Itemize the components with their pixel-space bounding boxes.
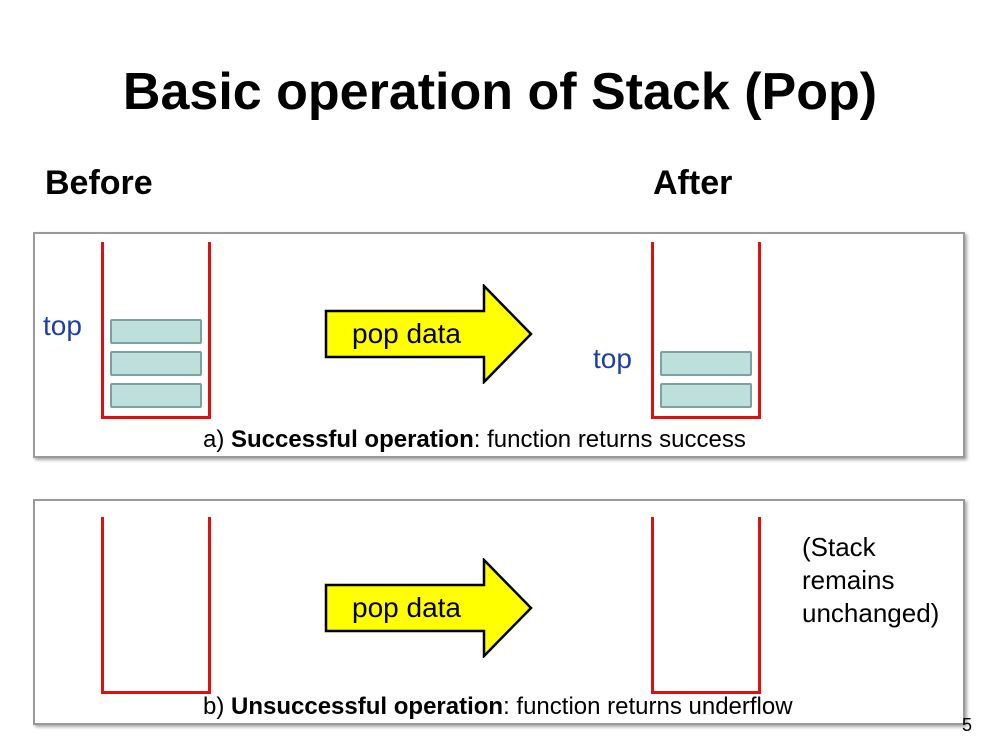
stack-item <box>660 383 752 408</box>
after-label: After <box>653 164 733 202</box>
pop-arrow-label-successful: pop data <box>352 318 461 349</box>
pop-arrow-successful <box>324 284 533 384</box>
pop-arrow-unsuccessful <box>324 558 533 658</box>
stack-before-unsuccessful <box>101 517 211 694</box>
page-number: 5 <box>961 715 972 735</box>
panel-unsuccessful-pop: pop data (Stack remains unchanged) b) Un… <box>33 499 965 725</box>
stack-item <box>110 351 202 376</box>
top-label-after: top <box>593 343 632 374</box>
caption-unsuccessful: b) Unsuccessful operation: function retu… <box>203 693 793 720</box>
before-label: Before <box>45 164 153 202</box>
top-label-before: top <box>43 310 82 341</box>
stack-before-successful <box>101 242 211 419</box>
stack-unchanged-note: (Stack remains unchanged) <box>802 532 940 628</box>
slide-title: Basic operation of Stack (Pop) <box>122 63 878 121</box>
stack-after-unsuccessful <box>651 517 761 694</box>
caption-successful: a) Successful operation: function return… <box>203 426 746 453</box>
stack-item <box>660 351 752 376</box>
stack-after-successful <box>651 242 761 419</box>
stack-item <box>110 383 202 408</box>
stack-item <box>110 319 202 344</box>
panel-successful-pop: top pop data top a) Successful operation… <box>33 232 965 458</box>
pop-arrow-label-unsuccessful: pop data <box>352 592 461 623</box>
